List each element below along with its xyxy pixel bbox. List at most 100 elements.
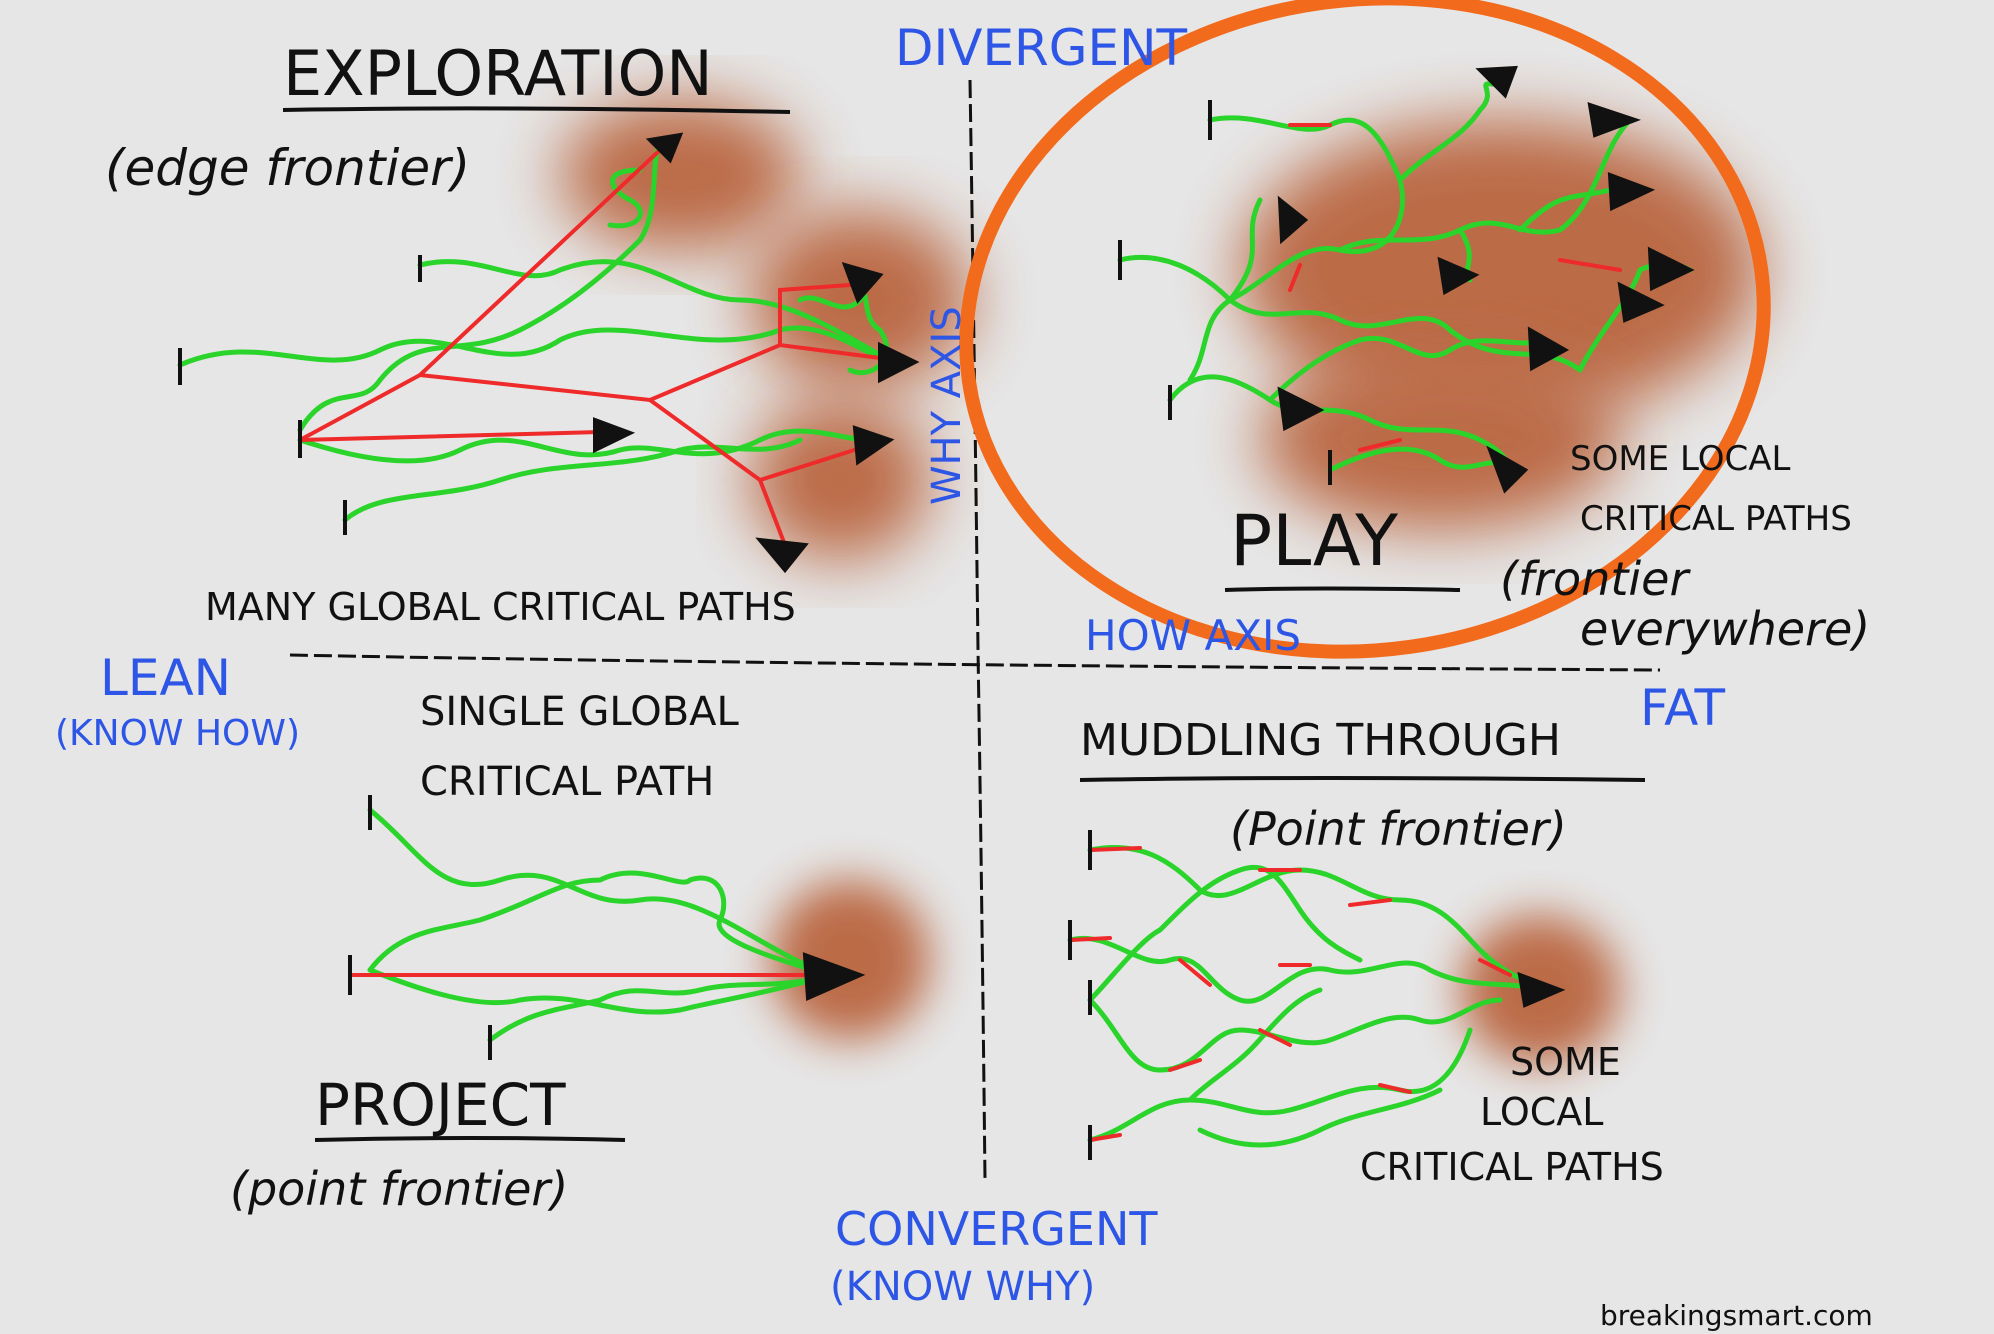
green-path [1397,81,1503,183]
axis-label-divergent: DIVERGENT [895,19,1188,77]
green-path [177,325,888,368]
red-local-path [1088,846,1142,852]
red-local-path [1378,1083,1412,1094]
green-path [1267,335,1543,403]
play-caption-line2: CRITICAL PATHS [1580,499,1852,539]
project-subtitle: (point frontier) [230,1162,568,1216]
arrowhead [1475,65,1518,99]
green-path [607,167,643,229]
green-path [297,142,663,433]
exploration-underline [282,106,791,114]
green-path [367,807,833,978]
arrowhead [1607,172,1656,212]
green-path [1167,374,1513,473]
green-path [1117,254,1583,373]
green-path [342,437,803,523]
arrowhead [1647,246,1695,292]
how-axis-line [289,653,1661,672]
play-title: PLAY [1230,500,1398,582]
red-local-path [1558,258,1622,272]
exploration-caption: MANY GLOBAL CRITICAL PATHS [205,585,796,629]
project-caption-line2: CRITICAL PATH [420,759,714,805]
green-path [1337,117,1633,253]
arrowhead [1527,326,1570,372]
arrowhead [645,132,684,164]
red-critical-path [418,342,882,403]
play-markers [1118,65,1695,494]
play-subtitle-line2: everywhere) [1580,602,1870,656]
green-path [1087,997,1503,1073]
green-path [367,967,833,1015]
labels: EXPLORATION (edge frontier) MANY GLOBAL … [55,19,1873,1332]
muddling-paths [1067,844,1553,1148]
project-paths [348,807,833,1043]
green-path [1087,1027,1473,1143]
green-path [417,259,883,358]
green-path [1197,1087,1443,1148]
arrowhead [1617,281,1665,323]
red-local-path [1258,1028,1292,1047]
how-axis-label: HOW AXIS [1085,611,1301,660]
exploration-paths [177,142,889,547]
red-critical-path [298,430,602,442]
exploration-title: EXPLORATION [283,37,713,110]
green-path [1517,187,1613,233]
project-title: PROJECT [315,1071,566,1139]
arrowhead [1437,256,1480,296]
arrowhead [852,425,895,466]
axis-label-lean: LEAN [100,649,231,707]
muddling-underline [1079,776,1646,782]
play-subtitle-line1: (frontier [1500,552,1691,606]
project-caption-line1: SINGLE GLOBAL [420,689,740,735]
axis-label-lean-sub: (KNOW HOW) [55,713,300,754]
red-local-path [1288,263,1302,292]
green-path [297,428,873,464]
arrowhead [1486,445,1529,494]
arrowhead [1277,386,1325,432]
red-local-path [1068,936,1112,942]
muddling-title: MUDDLING THROUGH [1080,715,1561,766]
frontier-blob-project [770,880,930,1040]
green-path [1327,446,1513,473]
arrowhead [1587,102,1641,138]
muddling-markers [1068,830,1566,1160]
red-local-path [1348,898,1392,907]
frontier-blob-play-lower [1260,350,1620,530]
green-path [1187,115,1405,383]
project-underline [314,1136,626,1142]
play-paths [1117,81,1693,473]
project-markers [348,795,866,1060]
axis-label-convergent: CONVERGENT [835,1202,1158,1256]
muddling-caption-line3: CRITICAL PATHS [1360,1145,1664,1189]
green-path [1067,935,1553,1004]
play-caption-line1: SOME LOCAL [1570,439,1790,479]
exploration-subtitle: (edge frontier) [105,139,470,197]
muddling-subtitle: (Point frontier) [1230,802,1567,856]
red-local-path [1358,438,1402,452]
green-path [367,870,833,978]
red-local-path [1478,958,1512,977]
green-path [1227,197,1263,303]
frontier-blob-exploration-top [560,100,800,250]
play-underline [1224,586,1461,592]
why-axis-label: WHY AXIS [924,306,970,505]
green-path [1087,864,1363,1003]
arrowhead [593,417,636,454]
arrowhead [1277,195,1309,245]
red-local-path [1088,1133,1122,1142]
axis-label-convergent-sub: (KNOW WHY) [830,1264,1095,1310]
green-path [487,972,833,1043]
arrowhead [802,952,866,1001]
credit-text: breakingsmart.com [1600,1299,1873,1332]
muddling-caption-line1: SOME [1510,1040,1621,1084]
muddling-caption-line2: LOCAL [1480,1090,1603,1134]
exploration-markers [178,132,920,574]
red-local-path [1178,958,1212,987]
frontier-blob-exploration-bottom [750,400,930,560]
arrowhead [1517,971,1566,1008]
red-critical-path [778,283,852,347]
title-underlines [282,106,1646,1142]
red-local-path [1168,1058,1202,1072]
